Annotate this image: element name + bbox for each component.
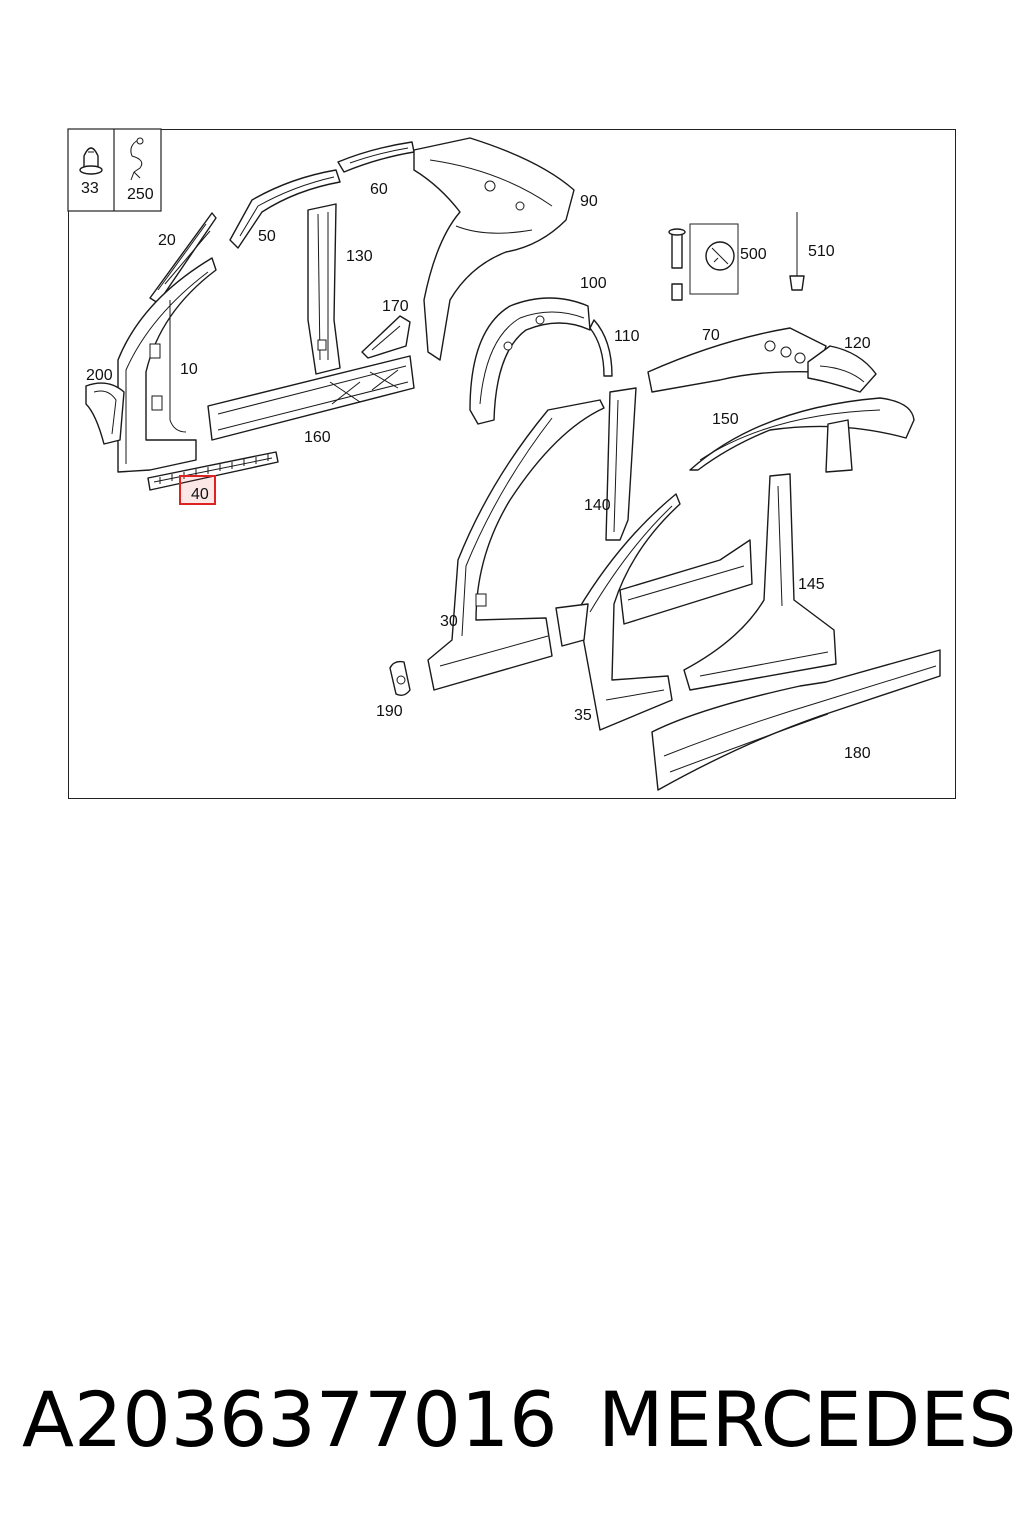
part-sill-center [555, 539, 753, 647]
part-110 [589, 319, 613, 377]
brand-name: MERCEDES [598, 1375, 1017, 1464]
callout-30: 30 [440, 613, 458, 630]
part-130 [307, 203, 341, 375]
part-100 [469, 297, 591, 425]
callout-70: 70 [702, 327, 720, 344]
part-200 [85, 382, 125, 445]
callout-140: 140 [584, 497, 611, 514]
callout-145: 145 [798, 576, 825, 593]
callout-90: 90 [580, 193, 598, 210]
callout-170: 170 [382, 298, 409, 315]
part-90 [413, 137, 575, 361]
callout-160: 160 [304, 429, 331, 446]
callout-33: 33 [81, 180, 99, 197]
part-180 [651, 649, 941, 791]
part-50 [229, 169, 341, 249]
part-150 [689, 397, 915, 473]
part-170 [361, 315, 411, 359]
part-70 [647, 327, 827, 393]
spring-clip-icon [130, 137, 144, 181]
part-35 [577, 493, 681, 731]
callout-50: 50 [258, 228, 276, 245]
callout-500: 500 [740, 246, 767, 263]
part-20 [149, 212, 217, 304]
part-30 [427, 399, 605, 691]
part-190 [389, 660, 411, 697]
callout-130: 130 [346, 248, 373, 265]
callout-100: 100 [580, 275, 607, 292]
fastener-legend: 33 250 [67, 128, 162, 212]
clip-icon [79, 147, 103, 175]
part-number: A2036377016 [22, 1375, 558, 1464]
footer-caption: A2036377016 MERCEDES [0, 1370, 1024, 1470]
part-510 [789, 212, 805, 291]
callout-110: 110 [614, 328, 640, 345]
callout-150: 150 [712, 411, 739, 428]
callout-200: 200 [86, 367, 113, 384]
callout-120: 120 [844, 335, 871, 352]
part-120 [807, 345, 877, 393]
callout-35: 35 [574, 707, 592, 724]
callout-250: 250 [127, 186, 154, 203]
callout-60: 60 [370, 181, 388, 198]
callout-10: 10 [180, 361, 198, 378]
part-500 [668, 223, 739, 301]
part-60 [337, 141, 415, 173]
part-160 [207, 355, 415, 441]
part-140 [605, 387, 637, 541]
callout-190: 190 [376, 703, 403, 720]
callout-180: 180 [844, 745, 871, 762]
part-145 [683, 473, 837, 691]
callout-510: 510 [808, 243, 835, 260]
callout-20: 20 [158, 232, 176, 249]
part-10 [117, 257, 217, 473]
callout-40: 40 [191, 486, 209, 503]
highlight-box-40 [179, 475, 216, 505]
